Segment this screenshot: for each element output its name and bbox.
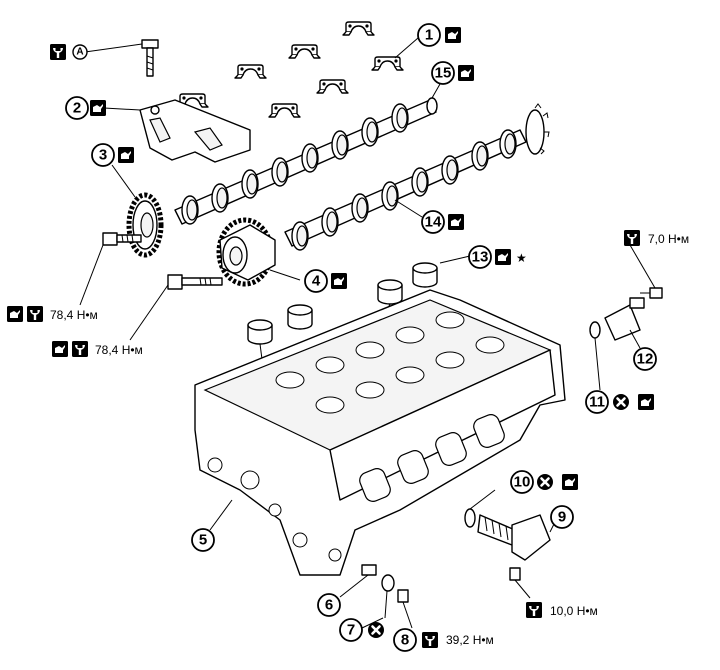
callout-3: 3 [91, 143, 134, 167]
torque-wrench-icon [422, 632, 438, 648]
oil-can-icon [445, 27, 461, 43]
svg-text:4: 4 [312, 273, 321, 290]
svg-text:9: 9 [558, 509, 566, 526]
do-not-reuse-icon [366, 620, 386, 640]
svg-text:15: 15 [435, 65, 452, 82]
front-camshaft-bracket [139, 99, 251, 163]
oil-can-icon [638, 394, 654, 410]
svg-text:78,4 Н•м: 78,4 Н•м [95, 343, 143, 357]
oil-can-icon [7, 306, 23, 322]
bolt-a-label: A [50, 44, 88, 60]
oil-can-icon [90, 100, 106, 116]
star-icon: ★ [516, 251, 527, 265]
oil-can-icon [331, 273, 347, 289]
cylinder-head [194, 289, 566, 576]
oil-gallery-plugs [339, 564, 413, 629]
oil-can-icon [495, 249, 511, 265]
sprocket-bolt-intake-torque: 78,4 Н•м [52, 341, 143, 357]
svg-text:5: 5 [199, 532, 207, 549]
sensor-bolt-torque: 7,0 Н•м [624, 230, 689, 246]
exhaust-camshaft [284, 103, 550, 251]
callout-1: 1 [394, 23, 461, 59]
svg-text:3: 3 [99, 147, 107, 164]
do-not-reuse-icon [535, 472, 555, 492]
oil-can-icon [52, 341, 68, 357]
callout-7: 7 [339, 617, 386, 642]
svg-text:7,0 Н•м: 7,0 Н•м [648, 232, 689, 246]
svg-text:10,0 Н•м: 10,0 Н•м [550, 604, 598, 618]
solenoid-bolt-torque: 10,0 Н•м [526, 602, 598, 618]
svg-text:10: 10 [514, 474, 531, 491]
callout-9: 9 [550, 505, 574, 529]
callout-13: 13 ★ [468, 245, 527, 269]
svg-text:7: 7 [347, 622, 355, 639]
oil-can-icon [458, 65, 474, 81]
svg-text:1: 1 [425, 27, 433, 44]
callout-15: 15 [431, 61, 474, 99]
svg-text:A: A [76, 47, 83, 58]
do-not-reuse-icon [611, 392, 631, 412]
letter-a-icon [72, 44, 88, 60]
callout-12: 12 [633, 347, 657, 371]
intake-vtc-actuator [216, 217, 301, 287]
oil-can-icon [448, 214, 464, 230]
camshaft-position-sensor [589, 244, 663, 391]
callout-5: 5 [191, 528, 215, 552]
callout-6: 6 [317, 593, 341, 617]
oil-can-icon [118, 147, 134, 163]
svg-text:13: 13 [472, 249, 489, 266]
svg-text:78,4 Н•м: 78,4 Н•м [50, 308, 98, 322]
torque-wrench-icon [624, 230, 640, 246]
callout-11: 11 [585, 390, 654, 414]
torque-wrench-icon [526, 602, 542, 618]
bracket-bolt [84, 39, 159, 77]
svg-text:14: 14 [425, 214, 442, 231]
vtc-oil-control-solenoid [464, 489, 556, 599]
svg-text:6: 6 [325, 597, 333, 614]
plug-torque: 39,2 Н•м [446, 633, 494, 647]
callout-14: 14 [394, 199, 464, 234]
svg-text:2: 2 [73, 100, 81, 117]
torque-wrench-icon [50, 44, 66, 60]
svg-text:8: 8 [401, 632, 409, 649]
torque-wrench-icon [27, 306, 43, 322]
intake-camshaft [174, 97, 438, 225]
torque-wrench-icon [72, 341, 88, 357]
callout-4: 4 [304, 269, 347, 293]
oil-can-icon [562, 474, 578, 490]
svg-text:11: 11 [589, 394, 605, 411]
callout-2: 2 [65, 96, 141, 120]
callout-10: 10 [510, 470, 578, 494]
sprocket-bolts [79, 232, 223, 341]
sprocket-bolt-exhaust-torque: 78,4 Н•м [7, 306, 98, 322]
callout-8: 8 39,2 Н•м [393, 628, 494, 652]
svg-text:12: 12 [637, 351, 654, 368]
